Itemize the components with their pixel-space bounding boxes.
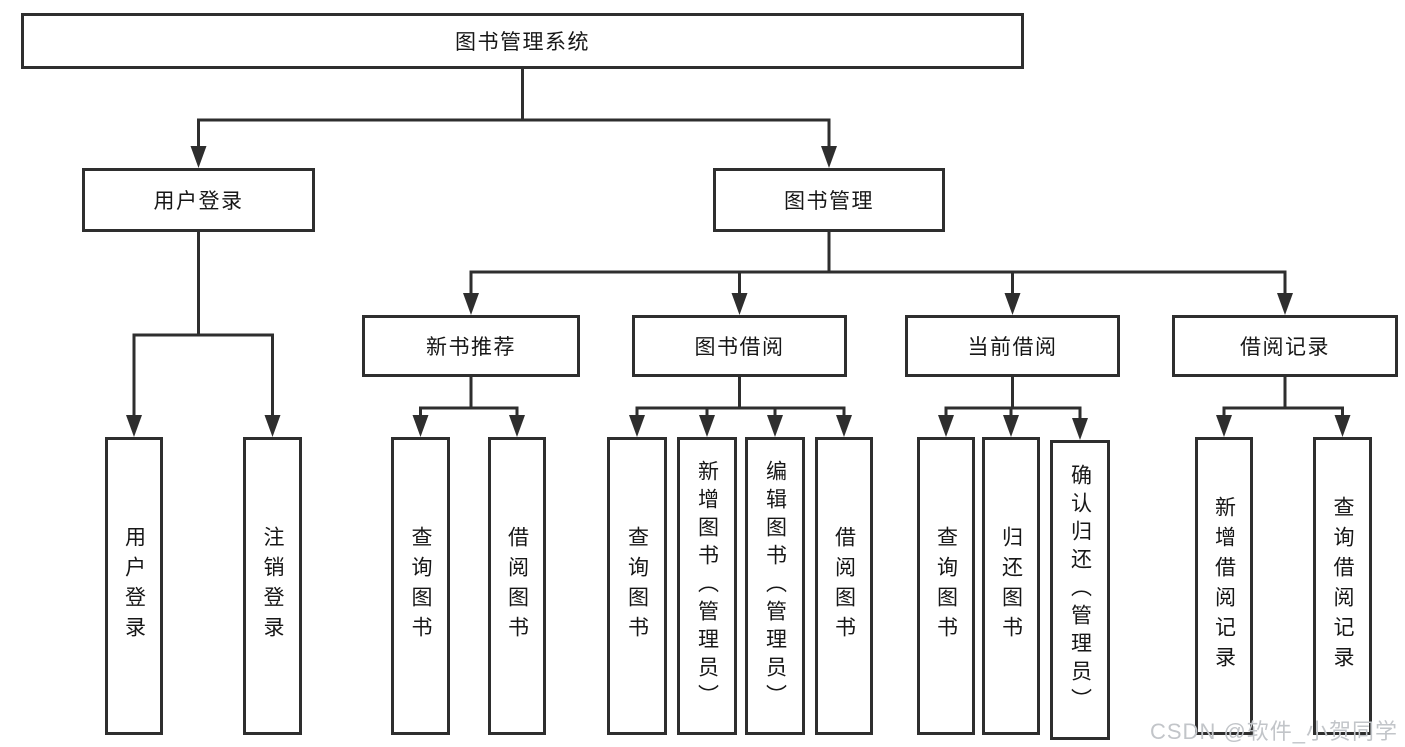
leaf-edit-books-admin: 编辑图书（管理员）	[745, 437, 805, 735]
node-label: 新增图书（管理员）	[695, 460, 719, 712]
leaf-confirm-return-admin: 确认归还（管理员）	[1050, 440, 1110, 740]
node-new-book-recommendation: 新书推荐	[362, 315, 580, 377]
node-label: 确认归还（管理员）	[1068, 464, 1092, 716]
leaf-query-books: 查询图书	[917, 437, 975, 735]
node-label: 查询图书	[409, 526, 432, 646]
node-label: 借阅图书	[832, 526, 856, 646]
leaf-query-books: 查询图书	[607, 437, 667, 735]
node-label: 查询图书	[934, 526, 958, 646]
node-borrowing-records: 借阅记录	[1172, 315, 1398, 377]
leaf-query-borrow-record: 查询借阅记录	[1313, 437, 1372, 735]
node-label: 图书管理系统	[455, 31, 590, 54]
leaf-add-books-admin: 新增图书（管理员）	[677, 437, 737, 735]
node-label: 注销登录	[261, 526, 284, 646]
node-label: 归还图书	[999, 526, 1023, 646]
leaf-query-books: 查询图书	[391, 437, 450, 735]
csdn-watermark: CSDN @软件_小贺同学	[1150, 719, 1399, 744]
node-user-login: 用户登录	[82, 168, 315, 232]
leaf-logout: 注销登录	[243, 437, 302, 735]
node-label: 图书管理	[784, 190, 874, 213]
node-label: 编辑图书（管理员）	[763, 460, 787, 712]
leaf-return-books: 归还图书	[982, 437, 1040, 735]
leaf-user-login: 用户登录	[105, 437, 163, 735]
node-label: 借阅图书	[505, 526, 529, 646]
leaf-borrow-books: 借阅图书	[815, 437, 873, 735]
node-label: 借阅记录	[1240, 336, 1330, 359]
node-label: 查询借阅记录	[1331, 496, 1354, 676]
leaf-borrow-books: 借阅图书	[488, 437, 546, 735]
node-label: 当前借阅	[967, 336, 1058, 359]
node-book-management: 图书管理	[713, 168, 945, 232]
node-label: 用户登录	[153, 190, 244, 213]
node-book-borrowing: 图书借阅	[632, 315, 847, 377]
node-current-borrowing: 当前借阅	[905, 315, 1120, 377]
node-label: 查询图书	[625, 526, 649, 646]
node-label: 新增借阅记录	[1212, 496, 1236, 676]
node-label: 新书推荐	[426, 336, 516, 359]
node-label: 用户登录	[122, 526, 146, 646]
leaf-add-borrow-record: 新增借阅记录	[1195, 437, 1253, 735]
node-library-management-system: 图书管理系统	[21, 13, 1024, 69]
node-label: 图书借阅	[694, 336, 785, 359]
